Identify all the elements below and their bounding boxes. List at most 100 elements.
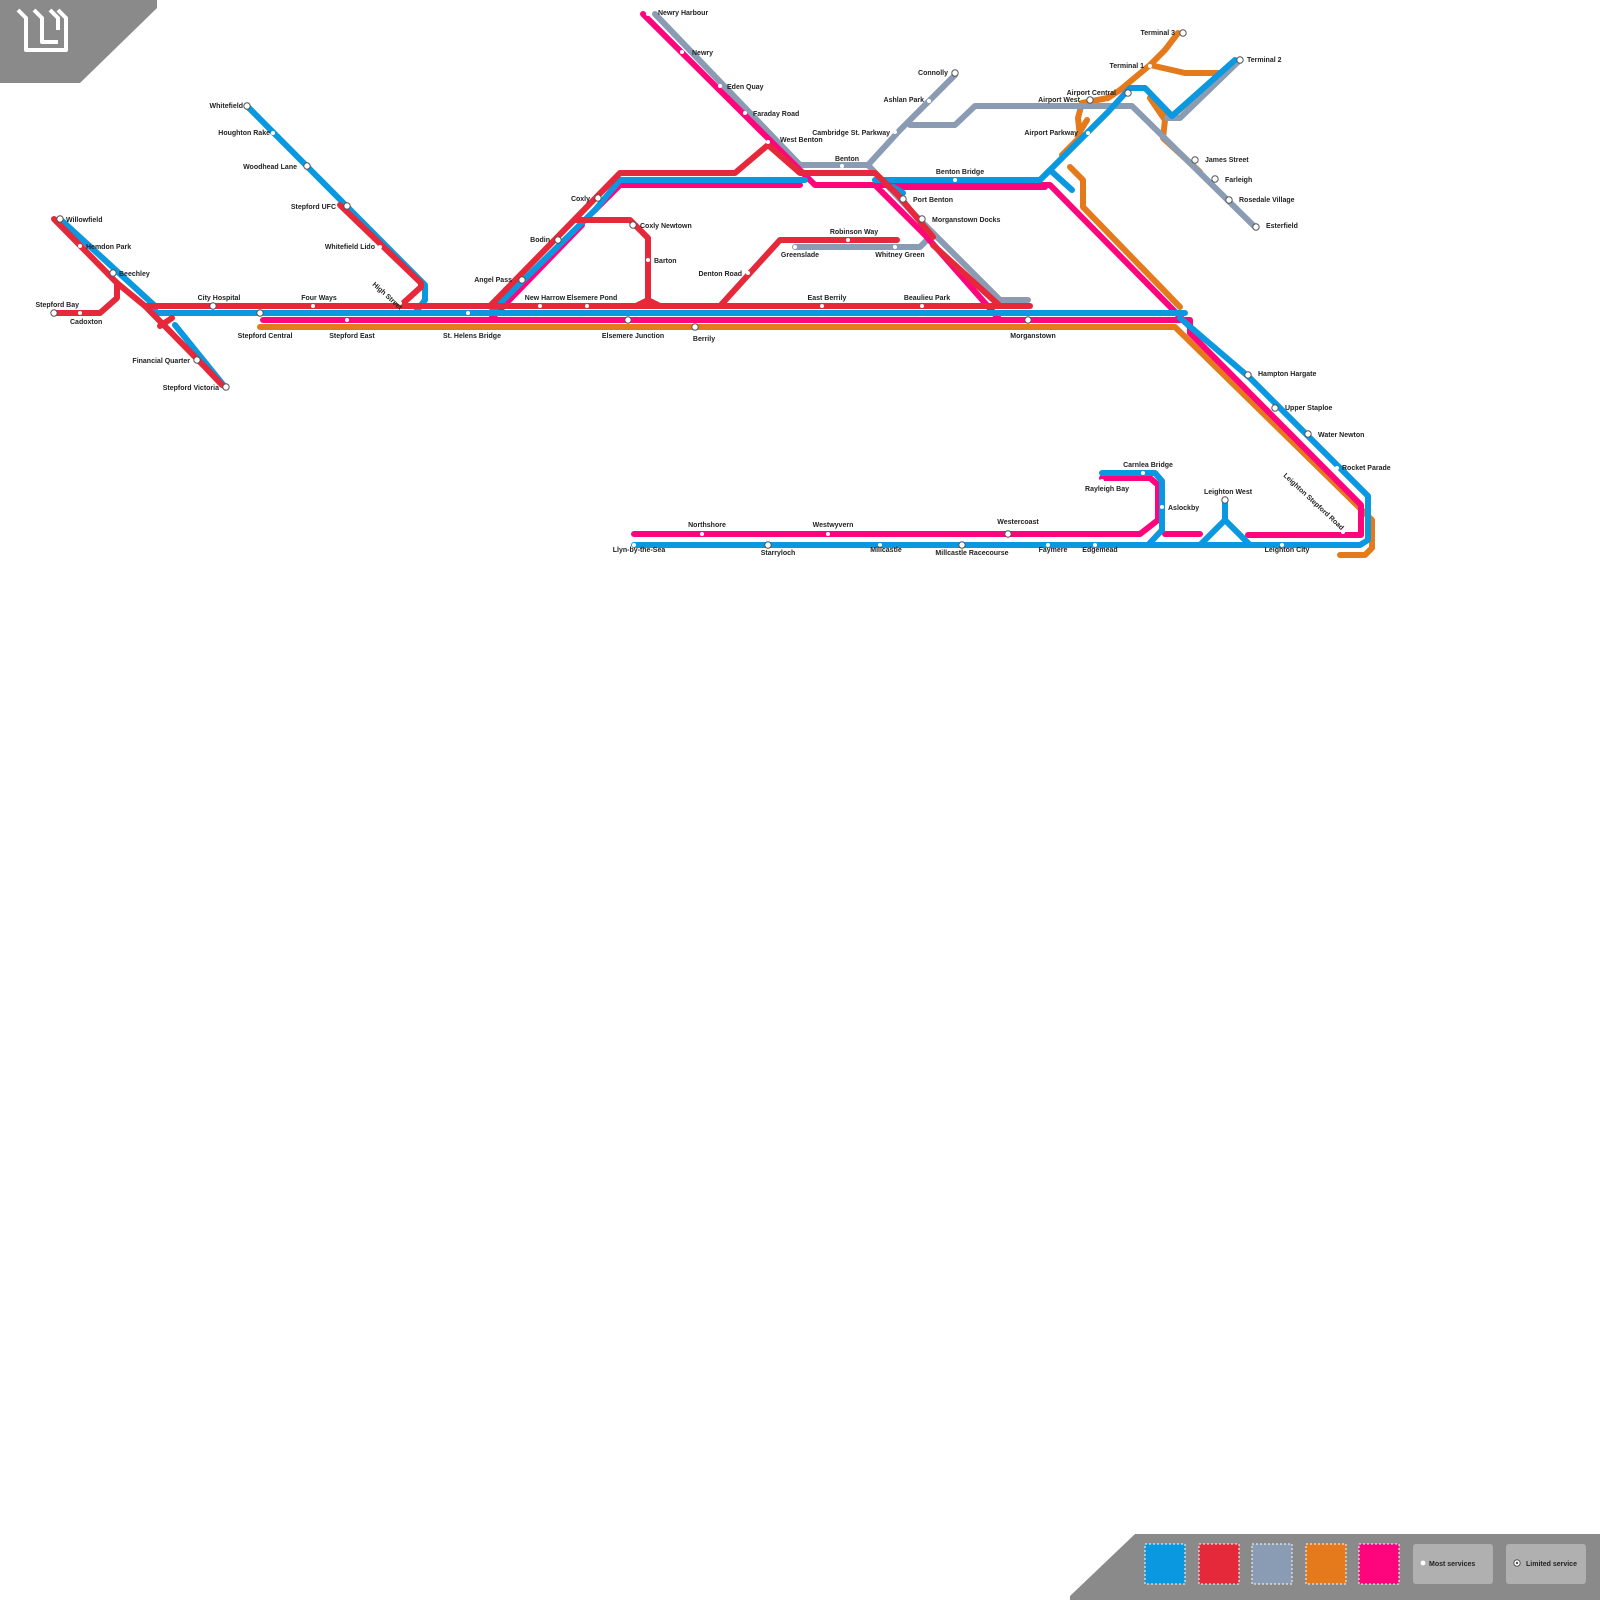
station-greenslade[interactable]: Greenslade [781, 245, 819, 259]
station-morganstown-docks[interactable]: Morganstown Docks [918, 215, 1001, 224]
station-esterfield[interactable]: Esterfield [1252, 223, 1298, 231]
station-terminal-3[interactable]: Terminal 3 [1141, 29, 1187, 37]
station-willowfield[interactable]: Willowfield [56, 215, 103, 224]
station-rocket-parade[interactable]: Rocket Parade [1335, 465, 1391, 472]
station-cambridge-st-parkway[interactable]: Cambridge St. Parkway [812, 130, 897, 137]
station-benton[interactable]: Benton [835, 156, 859, 168]
station-st-helens-bridge[interactable]: St. Helens Bridge [443, 311, 501, 340]
station-four-ways[interactable]: Four Ways [301, 295, 337, 308]
station-whitefield[interactable]: Whitefield [210, 102, 251, 110]
station-millcastle-racecourse[interactable]: Millcastle Racecourse [935, 541, 1009, 557]
station-label: Westercoast [997, 519, 1039, 526]
station-houghton-rake[interactable]: Houghton Rake [218, 130, 275, 137]
limited-service-ring-icon [1271, 404, 1279, 412]
station-label: Carnlea Bridge [1123, 462, 1173, 469]
station-hampton-hargate[interactable]: Hampton Hargate [1244, 371, 1317, 379]
station-label: Bodin [530, 237, 550, 244]
station-cadoxton[interactable]: Cadoxton [70, 311, 102, 326]
station-bodin[interactable]: Bodin [530, 236, 562, 244]
limited-service-ring-icon [1004, 530, 1012, 538]
station-coxly[interactable]: Coxly [571, 194, 602, 203]
station-airport-central[interactable]: Airport Central [1067, 89, 1132, 97]
station-airport-west[interactable]: Airport West [1038, 96, 1094, 104]
station-elsemere-junction[interactable]: Elsemere Junction [602, 316, 664, 340]
station-whitney-green[interactable]: Whitney Green [875, 245, 925, 259]
station-label: Rocket Parade [1342, 465, 1391, 472]
limited-service-ring-icon [1225, 196, 1233, 204]
station-new-harrow[interactable]: New Harrow [525, 295, 566, 308]
station-northshore[interactable]: Northshore [688, 522, 726, 536]
station-airport-parkway[interactable]: Airport Parkway [1024, 130, 1090, 137]
station-elsemere-pond[interactable]: Elsemere Pond [567, 295, 618, 308]
station-label: Stepford Bay [35, 302, 79, 309]
logo-badge [0, 0, 157, 83]
station-terminal-2[interactable]: Terminal 2 [1236, 56, 1282, 64]
station-west-benton[interactable]: West Benton [766, 137, 823, 144]
station-connolly[interactable]: Connolly [918, 69, 959, 77]
station-dot-icon [920, 304, 924, 308]
station-angel-pass[interactable]: Angel Pass [474, 276, 526, 284]
station-westwyvern[interactable]: Westwyvern [813, 522, 854, 536]
station-coxly-newtown[interactable]: Coxly Newtown [629, 221, 692, 230]
station-dot-icon [927, 99, 931, 103]
station-newry[interactable]: Newry [680, 50, 713, 57]
station-hemdon-park[interactable]: Hemdon Park [78, 244, 131, 251]
station-woodhead-lane[interactable]: Woodhead Lane [243, 162, 311, 171]
station-berrily[interactable]: Berrily [691, 323, 715, 343]
station-rosedale-village[interactable]: Rosedale Village [1225, 196, 1295, 204]
station-barton[interactable]: Barton [646, 258, 677, 265]
station-beechley[interactable]: Beechley [109, 269, 150, 278]
station-port-benton[interactable]: Port Benton [899, 195, 953, 204]
station-whitefield-lido[interactable]: Whitefield Lido [325, 244, 382, 251]
station-aslockby[interactable]: Aslockby [1160, 505, 1199, 512]
station-westercoast[interactable]: Westercoast [997, 519, 1039, 538]
station-stepford-east[interactable]: Stepford East [329, 318, 375, 340]
station-dot-icon [1086, 131, 1090, 135]
legend-swatch-grey [1251, 1543, 1293, 1585]
limited-service-ring-icon [951, 69, 959, 77]
station-city-hospital[interactable]: City Hospital [198, 295, 241, 310]
limited-service-ring-icon [303, 162, 311, 170]
station-leighton-city[interactable]: Leighton City [1265, 543, 1310, 554]
station-denton-road[interactable]: Denton Road [698, 271, 750, 278]
station-label: Ashlan Park [884, 97, 925, 104]
station-stepford-bay[interactable]: Stepford Bay [35, 302, 79, 317]
station-stepford-ufc[interactable]: Stepford UFC [291, 202, 351, 211]
station-dot-icon [78, 244, 82, 248]
station-morganstown[interactable]: Morganstown [1010, 316, 1056, 340]
station-farleigh[interactable]: Farleigh [1211, 175, 1252, 184]
station-robinson-way[interactable]: Robinson Way [830, 229, 878, 242]
station-james-street[interactable]: James Street [1191, 156, 1249, 164]
station-newry-harbour[interactable]: Newry Harbour [646, 10, 708, 17]
station-terminal-1[interactable]: Terminal 1 [1110, 63, 1153, 70]
station-eden-quay[interactable]: Eden Quay [718, 84, 764, 91]
station-faraday-road[interactable]: Faraday Road [743, 111, 799, 118]
station-carnlea-bridge[interactable]: Carnlea Bridge [1123, 462, 1173, 475]
station-millcastle[interactable]: Millcastle [870, 543, 902, 554]
station-stepford-central[interactable]: Stepford Central [238, 309, 293, 340]
station-starryloch[interactable]: Starryloch [761, 541, 796, 557]
station-label: Esterfield [1266, 223, 1298, 230]
station-beaulieu-park[interactable]: Beaulieu Park [904, 295, 950, 308]
station-label: Hampton Hargate [1258, 371, 1316, 378]
legend-most-services: Most services [1413, 1544, 1493, 1584]
station-rayleigh-bay[interactable]: Rayleigh Bay [1085, 479, 1129, 493]
station-label: Farleigh [1225, 177, 1252, 184]
station-llyn-by-the-sea[interactable]: Llyn-by-the-Sea [613, 543, 666, 554]
station-dot-icon [766, 140, 770, 144]
station-stepford-victoria[interactable]: Stepford Victoria [163, 383, 230, 392]
station-dot-icon [378, 245, 382, 249]
station-upper-staploe[interactable]: Upper Staploe [1271, 404, 1333, 412]
station-dot-icon [646, 258, 650, 262]
station-benton-bridge[interactable]: Benton Bridge [936, 169, 984, 182]
station-faymere[interactable]: Faymere [1039, 543, 1068, 554]
limited-service-ring-icon [1124, 89, 1132, 97]
station-edgemead[interactable]: Edgemead [1082, 543, 1118, 554]
station-water-newton[interactable]: Water Newton [1304, 430, 1365, 439]
station-east-berrily[interactable]: East Berrily [808, 295, 847, 308]
station-leighton-west[interactable]: Leighton West [1204, 489, 1253, 504]
station-ashlan-park[interactable]: Ashlan Park [884, 97, 931, 104]
station-financial-quarter[interactable]: Financial Quarter [132, 356, 201, 365]
